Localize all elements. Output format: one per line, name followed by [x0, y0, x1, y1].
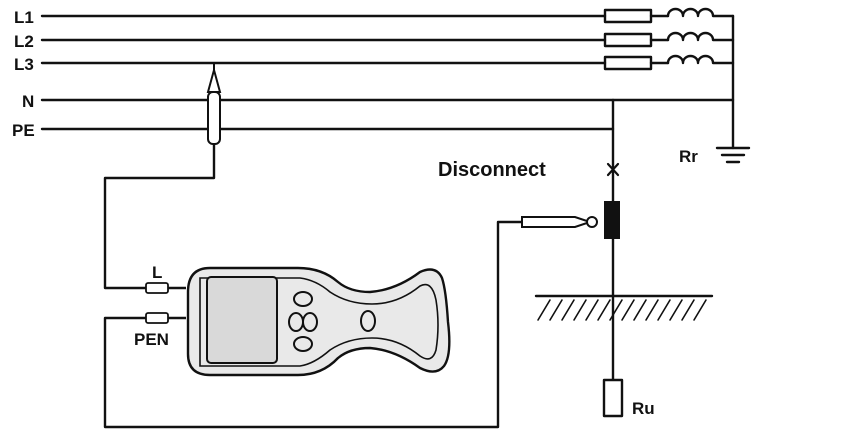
tester-test-button[interactable]: [360, 310, 376, 332]
earth-electrode-ru: [602, 378, 624, 418]
label-n: N: [22, 92, 34, 111]
tester-button-bottom[interactable]: [293, 336, 313, 352]
label-port-pen: PEN: [134, 330, 169, 349]
plug-l: [145, 282, 186, 294]
label-rr: Rr: [679, 147, 698, 166]
winding-l2: [666, 31, 735, 42]
ground-hatching: [537, 299, 707, 321]
earth-tester-device: [145, 266, 451, 377]
fuse-l2: [603, 32, 653, 48]
tester-button-right[interactable]: [302, 312, 318, 332]
test-lead-pen: [103, 220, 524, 429]
label-l3: L3: [14, 55, 34, 74]
label-port-l: L: [152, 263, 162, 282]
earth-symbol-rr: [715, 146, 751, 164]
winding-l1: [666, 7, 735, 18]
plug-pen: [145, 312, 186, 324]
label-ru: Ru: [632, 399, 655, 418]
fuse-l1: [603, 8, 653, 24]
probe-supply: [206, 62, 222, 145]
fuse-l3: [603, 55, 653, 71]
disconnect-mark: [606, 162, 620, 177]
winding-l3: [666, 54, 735, 65]
label-l2: L2: [14, 32, 34, 51]
label-disconnect: Disconnect: [438, 159, 546, 181]
label-l1: L1: [14, 8, 34, 27]
tester-screen: [206, 276, 278, 364]
probe-clamp: [521, 201, 620, 239]
tester-button-top[interactable]: [293, 291, 313, 307]
test-lead-l: [103, 140, 216, 290]
tester-button-left[interactable]: [288, 312, 304, 332]
label-pe: PE: [12, 121, 35, 140]
